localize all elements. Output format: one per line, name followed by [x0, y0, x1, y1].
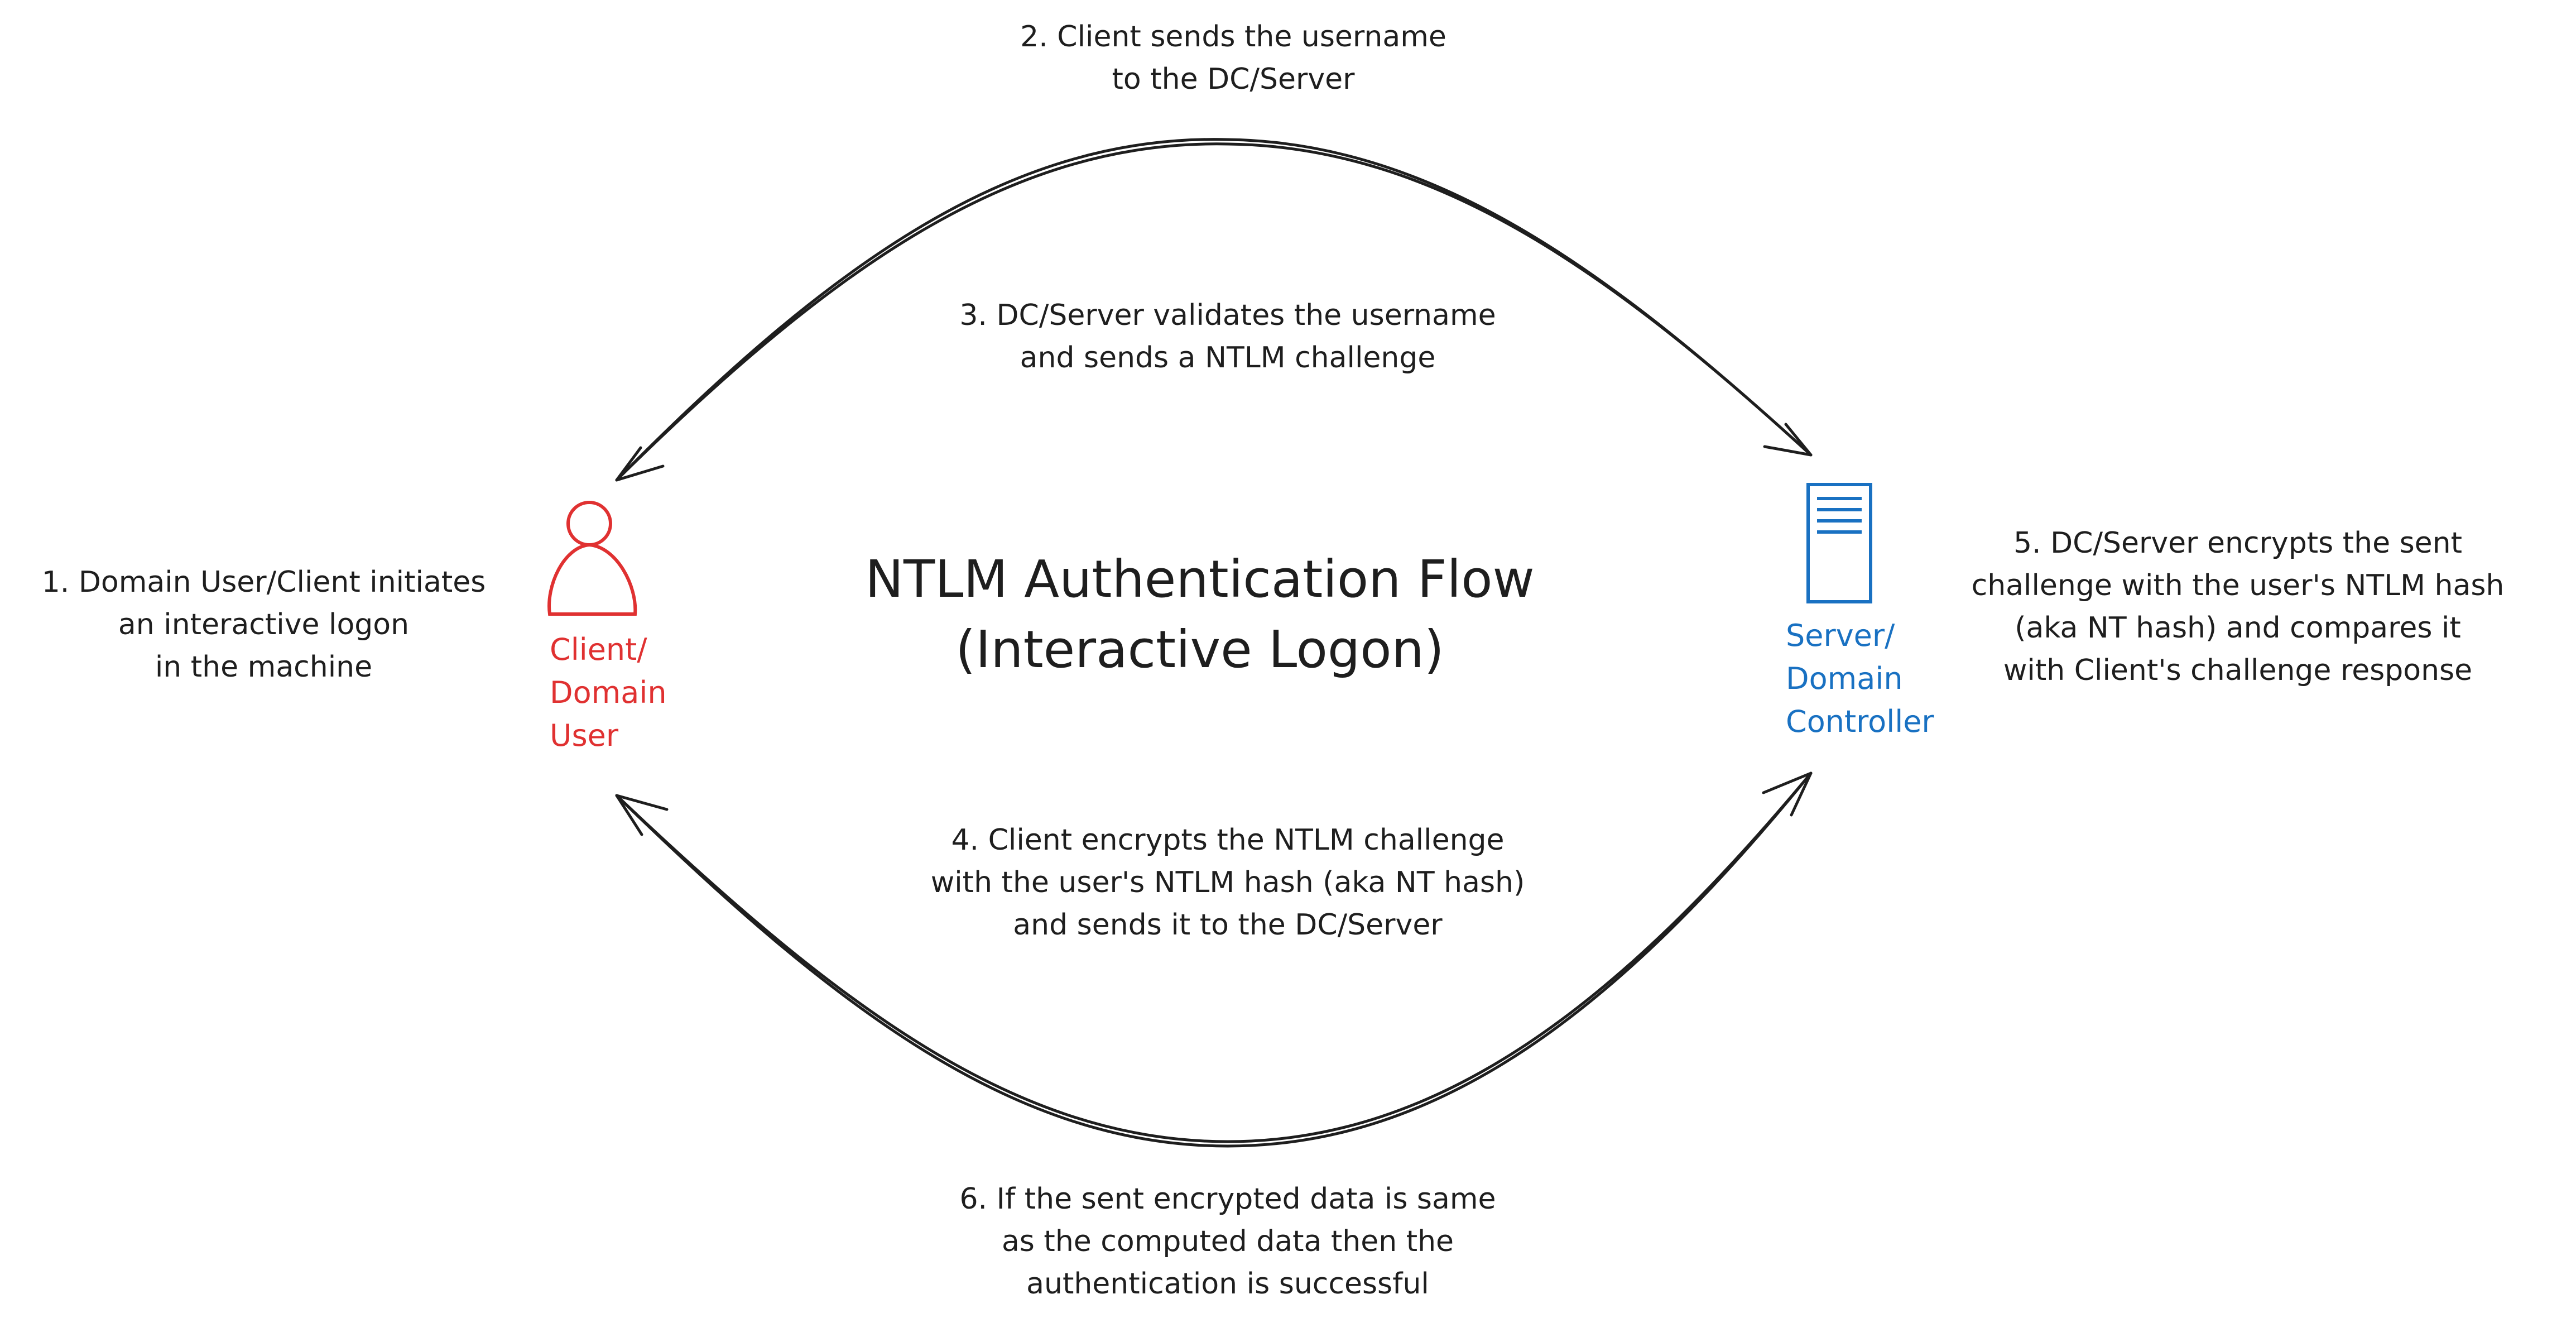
server-icon [1806, 483, 1872, 603]
arrowhead-top-server [1763, 423, 1813, 457]
step-3-text: 3. DC/Server validates the username and … [959, 299, 1496, 375]
step-6-text: 6. If the sent encrypted data is same as… [959, 1182, 1496, 1301]
arrowhead-top-client [615, 446, 665, 482]
step-4-text: 4. Client encrypts the NTLM challenge wi… [930, 823, 1525, 942]
diagram-title: NTLM Authentication Flow (Interactive Lo… [865, 549, 1535, 679]
step-1-text: 1. Domain User/Client initiates an inter… [41, 565, 486, 684]
arrowhead-bottom-client [615, 794, 669, 836]
arrow-server-to-client-top [615, 142, 1813, 482]
user-icon [547, 501, 637, 616]
step-2-text: 2. Client sends the username to the DC/S… [1020, 20, 1446, 96]
arrow-server-to-client-bottom [615, 771, 1813, 1148]
arrow-client-to-server-bottom [615, 771, 1813, 1143]
arrowhead-bottom-server [1762, 771, 1813, 817]
step-5-text: 5. DC/Server encrypts the sent challenge… [1971, 526, 2505, 687]
server-label: Server/ Domain Controller [1786, 618, 1934, 739]
client-label: Client/ Domain User [550, 632, 667, 753]
